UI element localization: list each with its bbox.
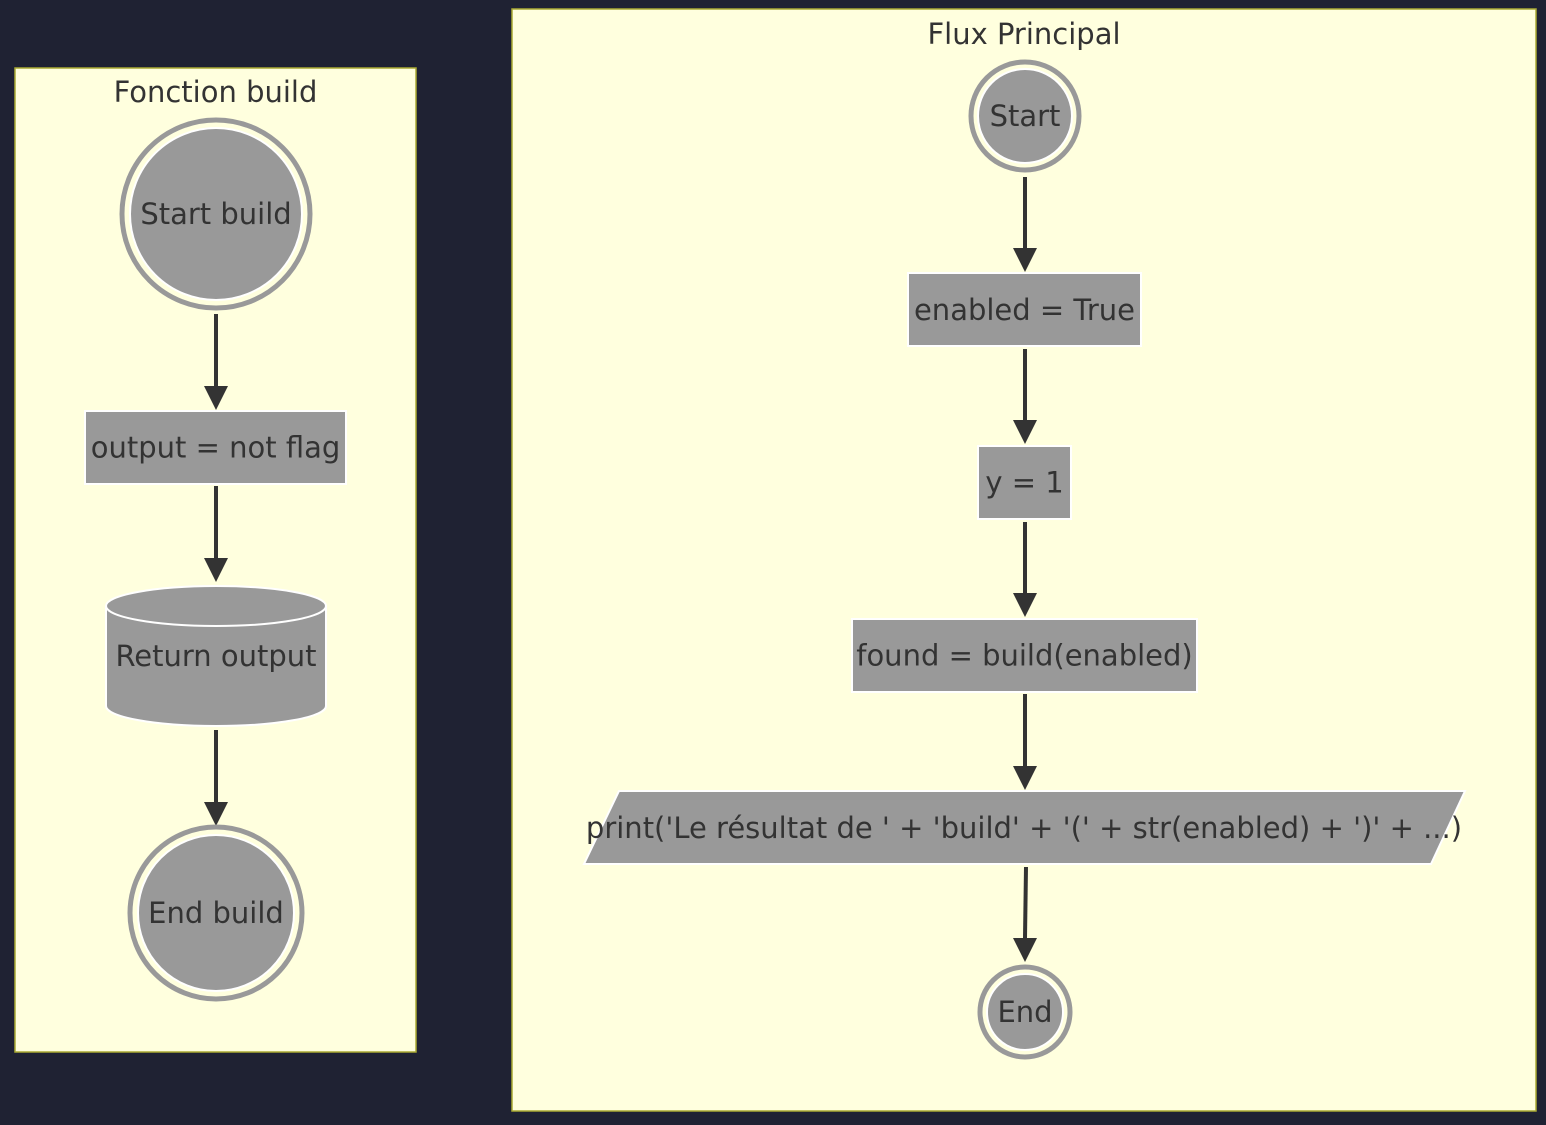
node-enabled-assign: enabled = True [907,272,1142,347]
node-end-build-label: End build [148,896,284,930]
node-start: Start [968,59,1082,173]
cluster-build-title: Fonction build [114,75,318,109]
edge-return-output-to-end-build [204,730,228,826]
node-output-assign: output = not flag [84,410,347,485]
edge-found-assign-to-print-stmt [1013,694,1037,790]
node-y-assign: y = 1 [977,445,1072,520]
cluster-main-title: Flux Principal [927,17,1120,51]
node-found-assign: found = build(enabled) [851,618,1198,693]
node-y-assign-label: y = 1 [985,466,1063,500]
node-return-output: Return output [105,585,327,727]
edge-output-assign-to-return-output [204,486,228,582]
node-found-assign-label: found = build(enabled) [856,639,1193,673]
node-print-stmt: print('Le résultat de ' + 'build' + '(' … [582,790,1467,865]
node-end: End [977,964,1073,1060]
node-output-assign-label: output = not flag [91,431,341,465]
edge-y-assign-to-found-assign [1013,522,1037,617]
edge-print-stmt-to-end [1013,866,1037,962]
node-return-output-label: Return output [115,639,316,673]
node-start-build: Start build [119,117,313,311]
node-start-label: Start [990,99,1061,133]
edge-start-to-enabled-assign [1013,177,1037,272]
edge-enabled-assign-to-y-assign [1013,349,1037,444]
node-print-stmt-label: print('Le résultat de ' + 'build' + '(' … [586,811,1462,845]
node-end-label: End [997,995,1052,1029]
node-start-build-label: Start build [140,197,291,231]
edge-start-build-to-output-assign [204,314,228,410]
node-enabled-assign-label: enabled = True [914,293,1135,327]
node-end-build: End build [127,824,305,1002]
